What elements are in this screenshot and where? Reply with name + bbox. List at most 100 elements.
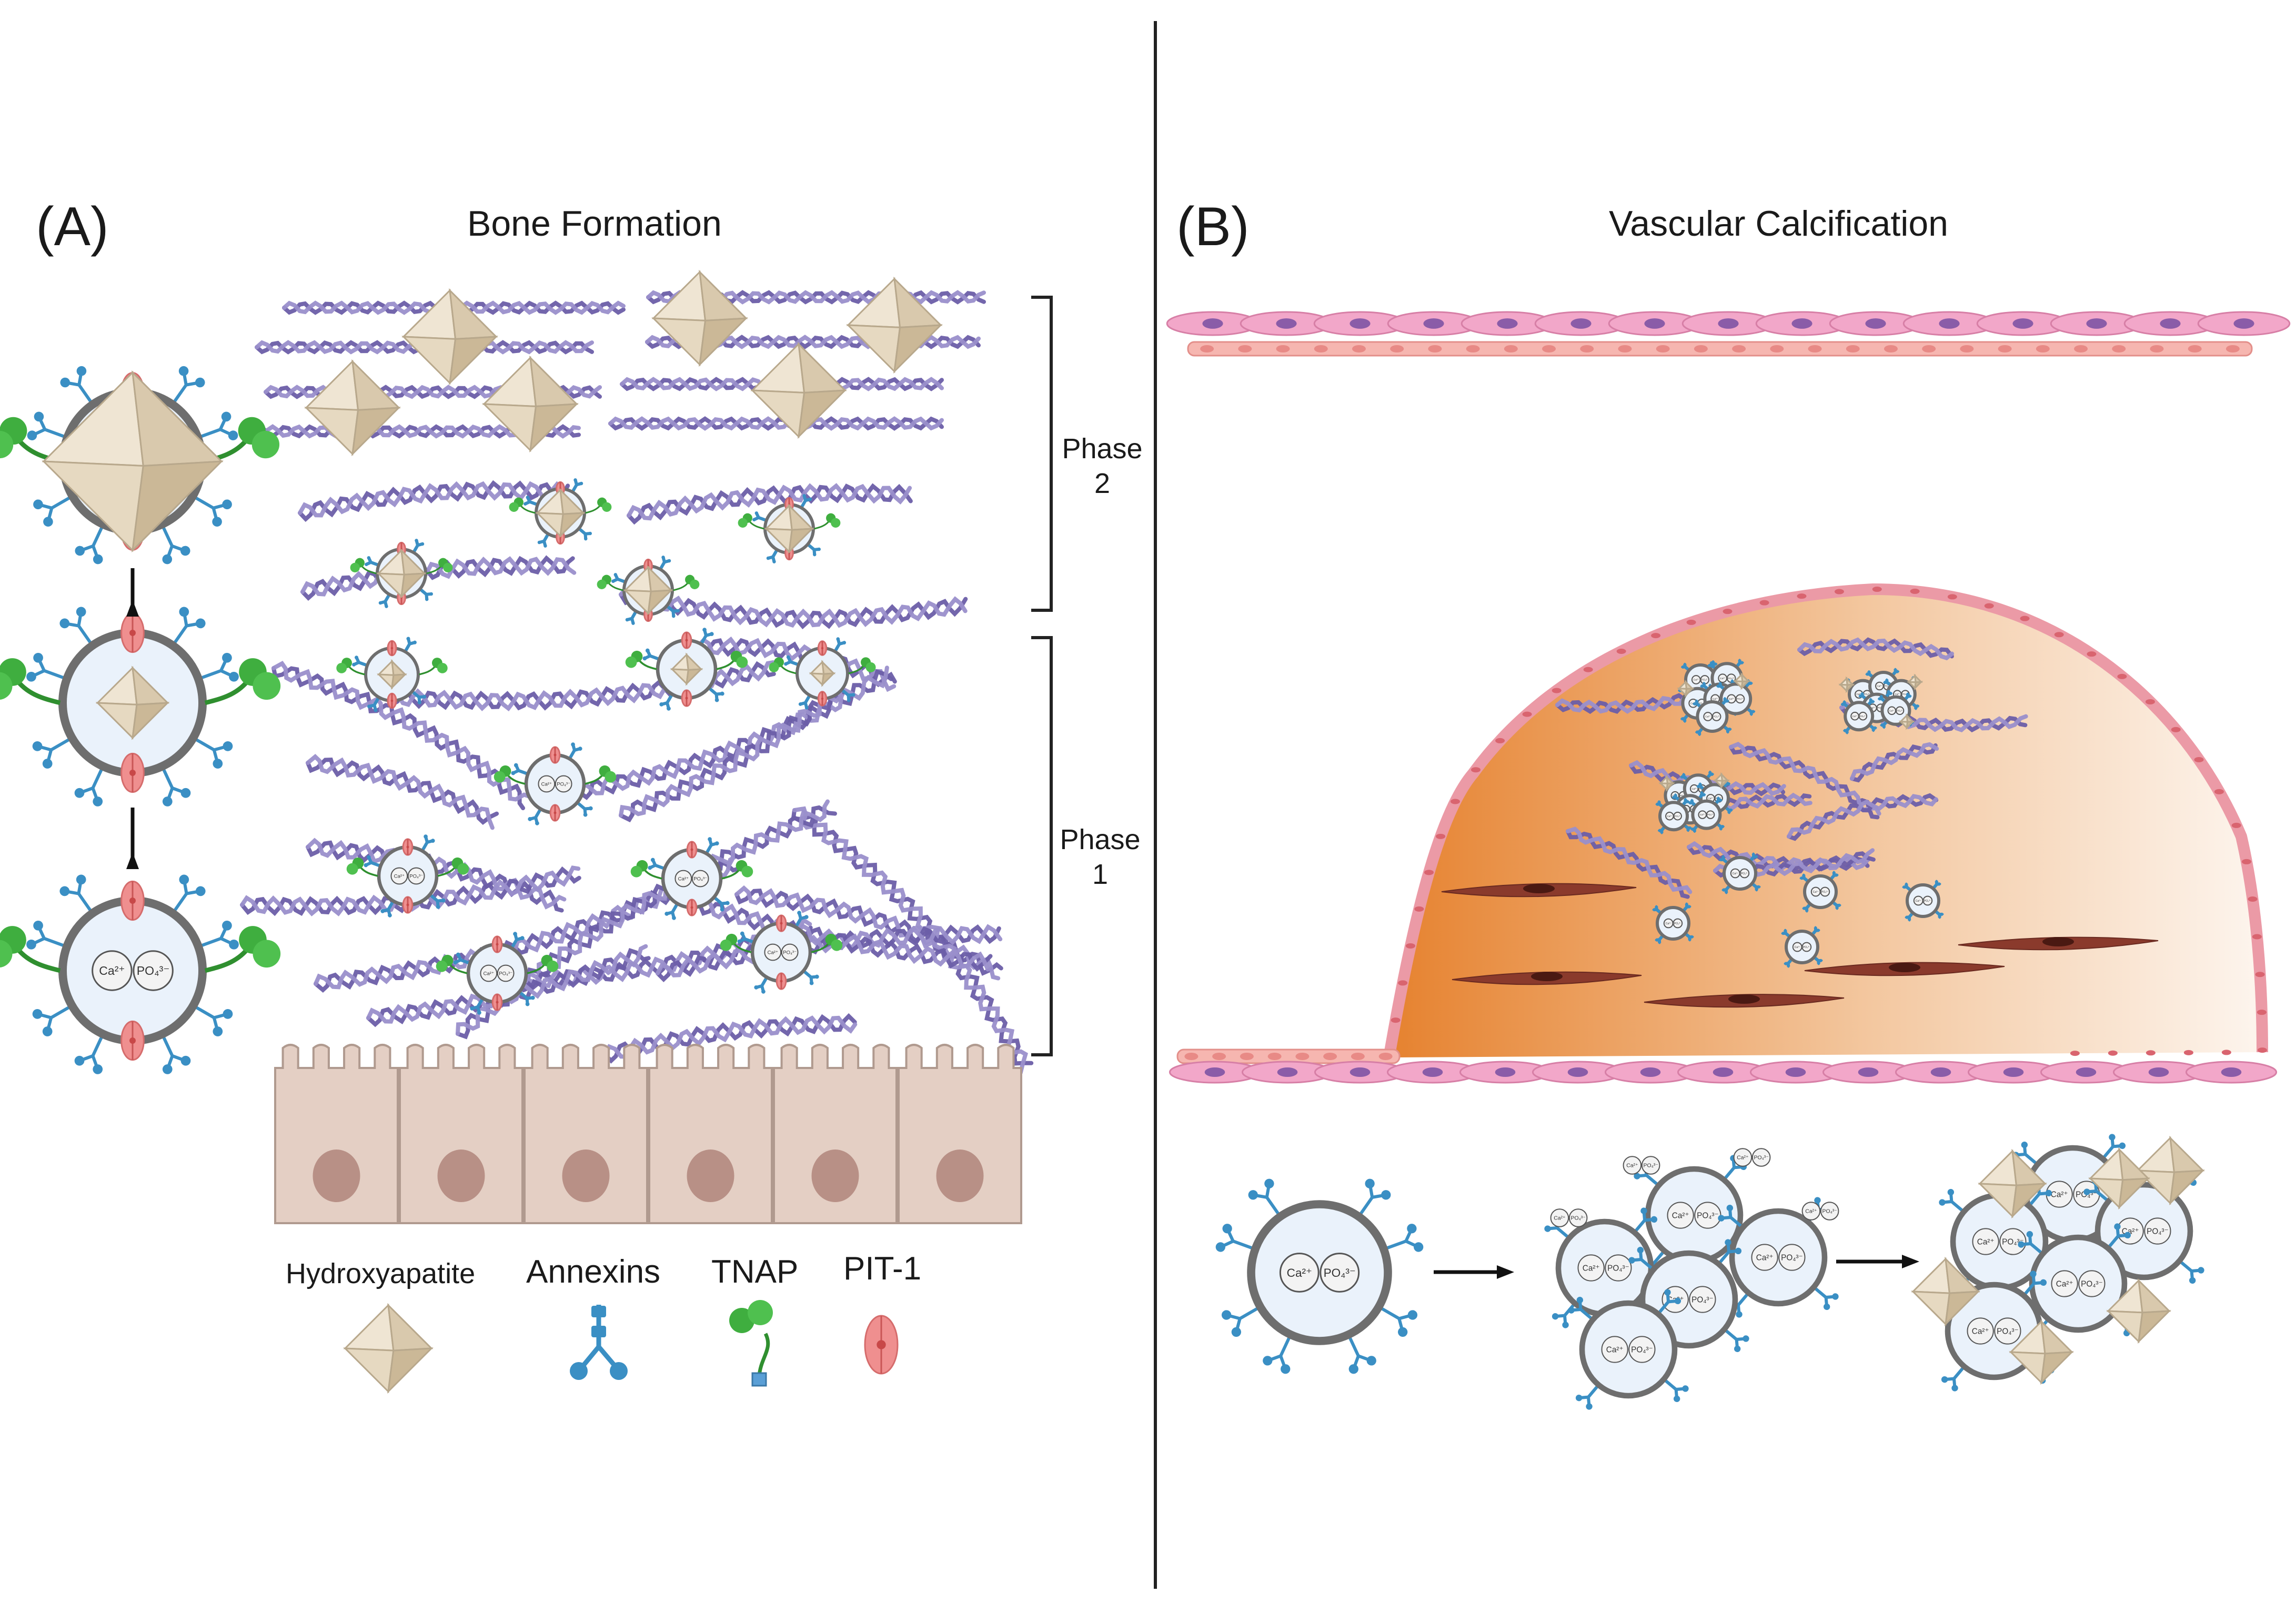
tnap-enzyme-icon (346, 857, 378, 877)
calcium-ion (1577, 1254, 1605, 1282)
annexin-icon (611, 573, 626, 583)
annexin-icon (364, 855, 381, 868)
annexin-icon (519, 991, 535, 1006)
hydroxyapatite-crystal-icon (764, 503, 814, 554)
phosphate-ion-label: PO₄³⁻ (1631, 1345, 1653, 1354)
phosphate-ion (1895, 706, 1905, 715)
matrix-vesicle: Ca²⁺PO₄³⁻ (1799, 871, 1841, 913)
annexin-icon (766, 549, 778, 563)
tnap-enzyme-icon (811, 933, 843, 953)
annexin-icon (1379, 1306, 1418, 1337)
phosphate-ion (1641, 1156, 1660, 1175)
calcium-ion (1967, 1317, 1994, 1345)
tnap-enzyme-icon (729, 1300, 773, 1387)
annexin-icon (453, 952, 470, 965)
legend-annexins-label: Annexins (526, 1254, 661, 1290)
phosphate-ion (1820, 886, 1830, 897)
annexin-icon (1880, 720, 1888, 729)
matrix-vesicle: Ca²⁺PO₄³⁻ (1693, 697, 1732, 736)
vesicle-membrane (58, 896, 207, 1045)
hydroxyapatite-crystal-icon (95, 666, 170, 740)
pit1-transporter-icon (776, 914, 787, 932)
cell-nucleus (1202, 318, 1223, 329)
annexin-icon (1347, 1335, 1376, 1374)
calcium-ion-label: Ca²⁺ (99, 964, 125, 977)
tnap-enzyme-icon (716, 650, 748, 670)
cell-nucleus (1858, 1067, 1879, 1077)
tnap-enzyme-icon (336, 658, 365, 676)
up-arrow-icon (126, 808, 139, 869)
annexin-icon (198, 411, 238, 440)
cell-nucleus (1570, 318, 1592, 329)
annexin-icon (1724, 1328, 1749, 1353)
annexin-icon (33, 495, 72, 527)
matrix-vesicle (336, 637, 448, 712)
pit1-transporter-icon (402, 896, 414, 914)
osteoblast-cell (773, 1044, 898, 1224)
annexin-icon (60, 366, 93, 404)
ion-group: Ca²⁺PO₄³⁻ (674, 870, 709, 888)
annexin-icon (404, 637, 417, 652)
osteoblast-cell (399, 1044, 523, 1224)
collagen-fiber (1850, 742, 1939, 783)
ion-group: Ca²⁺PO₄³⁻ (1887, 706, 1905, 715)
annexin-icon (26, 920, 66, 950)
tnap-enzyme-icon (720, 933, 752, 953)
cell-nucleus (1436, 833, 1446, 839)
calcium-ion-label: Ca²⁺ (1813, 891, 1819, 894)
ion-group: Ca²⁺PO₄³⁻ (538, 775, 572, 793)
ion-group: Ca²⁺PO₄³⁻ (1577, 1254, 1632, 1282)
annexin-icon (1939, 1188, 1964, 1213)
annexin-icon (412, 539, 425, 553)
cell-nucleus (1947, 594, 1957, 600)
phase2-label: Phase 2 (1058, 431, 1147, 501)
annexin-icon (470, 998, 484, 1015)
osteoblast-cell (648, 1044, 773, 1224)
tnap-enzyme-icon (769, 657, 797, 674)
calcium-ion-label: Ca²⁺ (1916, 900, 1921, 903)
calcium-ion-label: Ca²⁺ (1737, 1155, 1748, 1161)
collagen-fiber (1787, 793, 1939, 841)
panel-b-label: (B) (1176, 196, 1250, 257)
phosphate-ion (1820, 1202, 1839, 1221)
ion-group: Ca²⁺PO₄³⁻ (1751, 1244, 1806, 1271)
matrix-vesicle: Ca²⁺PO₄³⁻ (630, 837, 753, 920)
phosphate-ion-label: PO₄³⁻ (1781, 1253, 1802, 1262)
pit1-transporter-icon (491, 935, 503, 953)
osteoblast-body (898, 1044, 1022, 1224)
tnap-enzyme-icon (426, 558, 453, 574)
cell-nucleus (2257, 1047, 2267, 1053)
annexin-icon (1718, 1204, 1743, 1228)
cell-nucleus (1552, 688, 1562, 693)
phosphate-ion (1568, 1208, 1588, 1227)
tnap-enzyme-icon (673, 574, 700, 591)
cell-nucleus (1240, 1053, 1254, 1060)
phase1-number: 1 (1092, 859, 1109, 890)
phosphate-ion (1999, 1228, 2027, 1255)
phosphate-ion-label: PO₄³⁻ (1897, 709, 1904, 712)
cell-nucleus (1791, 318, 1812, 329)
cell-nucleus (1523, 884, 1555, 893)
annexin-icon (26, 652, 66, 682)
calcium-ion-label: Ca²⁺ (1720, 677, 1726, 680)
matrix-vesicle: Ca²⁺PO₄³⁻ (1655, 798, 1692, 834)
annexin-icon (1221, 1306, 1260, 1337)
legend-tnap-label: TNAP (711, 1254, 799, 1290)
osteoblast-body (773, 1044, 898, 1224)
tnap-enzyme-icon (204, 658, 281, 705)
pit1-transporter-icon (491, 993, 503, 1011)
matrix-vesicle (0, 366, 280, 564)
cell-nucleus (1378, 1053, 1393, 1060)
matrix-vesicle: Ca²⁺PO₄³⁻ (1652, 902, 1694, 944)
vesicle-membrane (2094, 1182, 2193, 1281)
cell-nucleus (2070, 1051, 2080, 1056)
calcium-ion-label: Ca²⁺ (1583, 1264, 1600, 1273)
phosphate-ion-label: PO₄³⁻ (1713, 715, 1720, 719)
vesicle-progression: Ca²⁺PO₄³⁻ (0, 366, 281, 1074)
cell-nucleus (2257, 1010, 2267, 1015)
cell-nucleus (1732, 345, 1746, 352)
annexin-icon (1941, 1366, 1965, 1392)
phosphate-ion-label: PO₄³⁻ (1675, 815, 1681, 818)
tnap-enzyme-icon (597, 574, 623, 591)
